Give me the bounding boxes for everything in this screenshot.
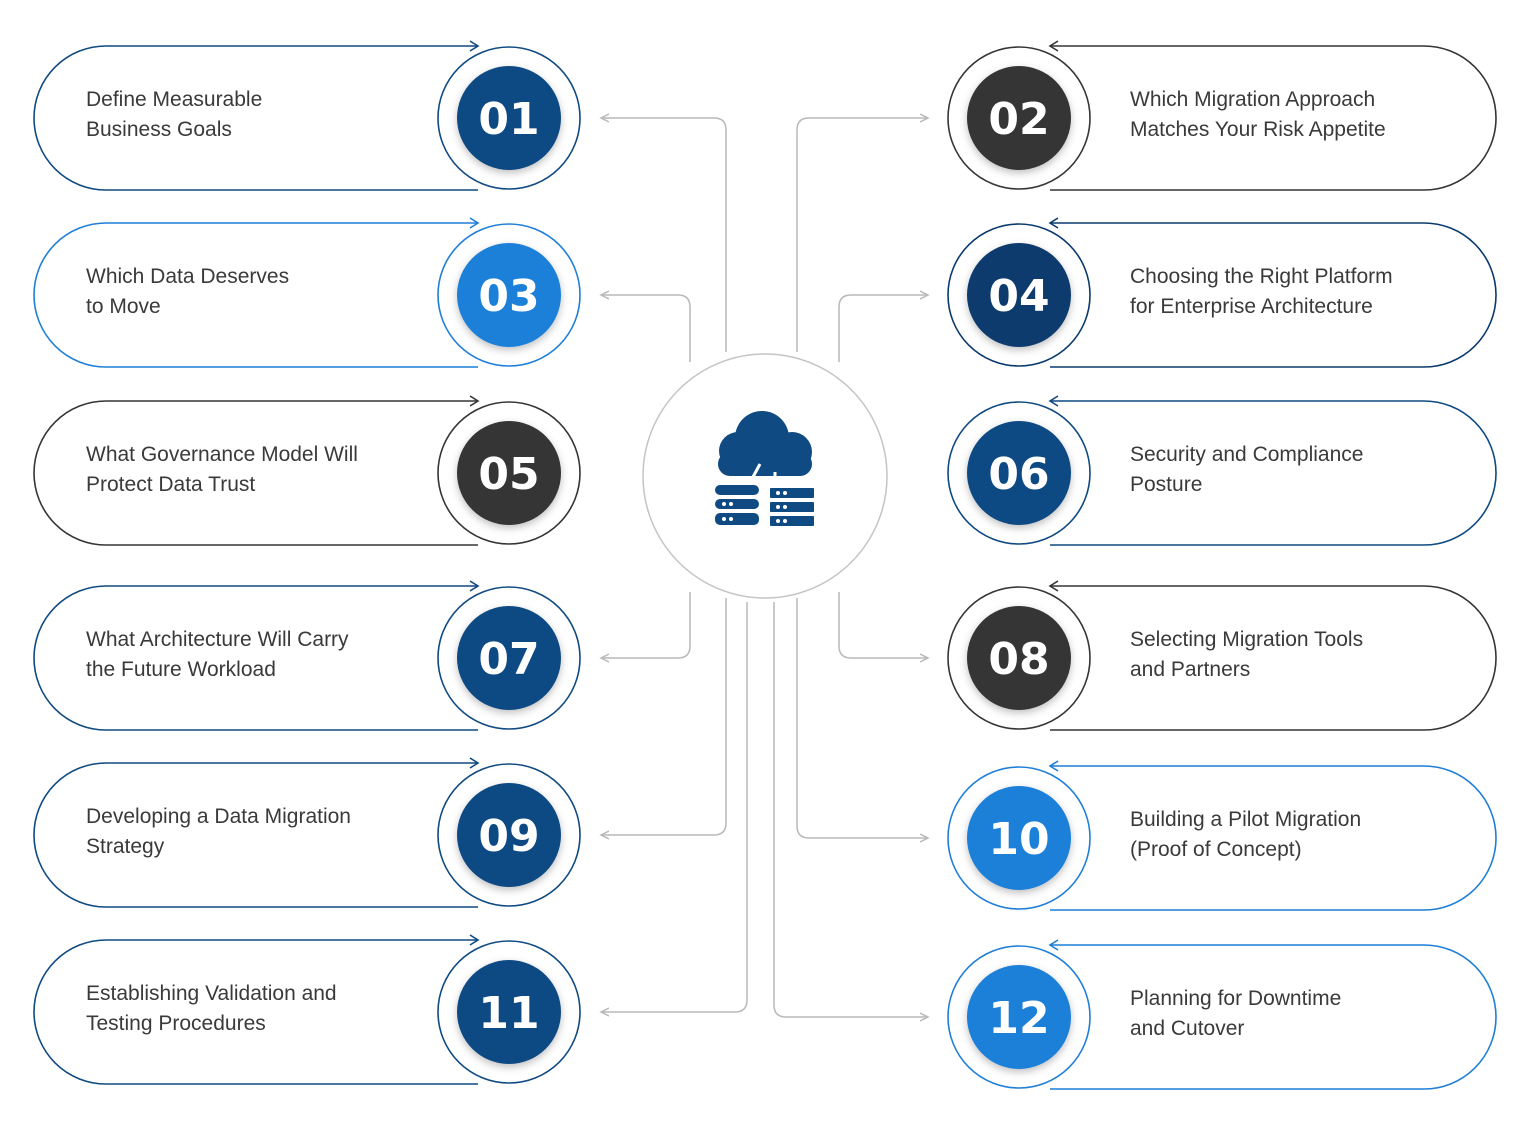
step-badge	[457, 66, 561, 170]
step-12: 12 Planning for Downtime and Cutover	[947, 939, 1497, 1090]
step-label-line: Which Data Deserves	[86, 265, 289, 288]
step-outline	[1050, 222, 1497, 368]
step-arrowhead	[1048, 217, 1059, 229]
step-label-line: Selecting Migration Tools	[1130, 628, 1363, 651]
step-label-line: Building a Pilot Migration	[1130, 808, 1361, 831]
connector-left-5	[601, 598, 727, 835]
step-outline	[33, 585, 478, 731]
step-label-line: and Cutover	[1130, 1017, 1244, 1040]
step-number: 08	[988, 634, 1049, 685]
step-label-line: Protect Data Trust	[86, 473, 255, 496]
step-badge	[457, 421, 561, 525]
cloud-database-icon	[713, 411, 816, 528]
step-03: 03 Which Data Deserves to Move	[33, 217, 581, 368]
step-number: 04	[988, 271, 1049, 322]
step-label-line: Choosing the Right Platform	[1130, 265, 1393, 288]
step-arrowhead	[1048, 395, 1059, 407]
step-badge	[457, 960, 561, 1064]
step-badge	[967, 606, 1071, 710]
connector-lines	[601, 118, 928, 1017]
step-outline	[33, 400, 478, 546]
step-label-line: and Partners	[1130, 658, 1250, 681]
step-label-line: (Proof of Concept)	[1130, 838, 1302, 861]
step-outline	[1050, 45, 1497, 191]
step-arrowhead	[469, 395, 480, 407]
step-arrowhead	[469, 757, 480, 769]
step-number: 03	[478, 271, 539, 322]
step-label-line: for Enterprise Architecture	[1130, 295, 1373, 318]
step-outline	[1050, 765, 1497, 911]
step-outline	[33, 222, 478, 368]
step-label-line: Strategy	[86, 835, 165, 858]
step-label-line: Business Goals	[86, 118, 232, 141]
step-label-line: Developing a Data Migration	[86, 805, 351, 828]
step-label-line: Establishing Validation and	[86, 982, 337, 1005]
step-outline	[1050, 944, 1497, 1090]
step-outline	[33, 762, 478, 908]
step-outline	[1050, 585, 1497, 731]
connector-right-1	[796, 118, 928, 352]
step-arrowhead	[1048, 40, 1059, 52]
step-number: 09	[478, 811, 539, 862]
step-label-line: the Future Workload	[86, 658, 276, 681]
connector-right-4	[838, 592, 928, 658]
step-08: 08 Selecting Migration Tools and Partners	[947, 580, 1497, 731]
step-number: 05	[478, 449, 539, 500]
connector-right-6	[773, 602, 928, 1017]
connector-right-2	[838, 295, 928, 362]
step-badge	[457, 783, 561, 887]
step-badge	[967, 66, 1071, 170]
connector-left-4	[601, 592, 691, 658]
step-label-line: Define Measurable	[86, 88, 262, 111]
step-label-line: What Governance Model Will	[86, 443, 358, 466]
step-label-line: What Architecture Will Carry	[86, 628, 349, 651]
step-outline	[1050, 400, 1497, 546]
step-label-line: Planning for Downtime	[1130, 987, 1341, 1010]
step-arrowhead	[1048, 760, 1059, 772]
connector-left-2	[601, 295, 691, 362]
step-label-line: Testing Procedures	[86, 1012, 266, 1035]
step-badge	[967, 965, 1071, 1069]
step-number: 12	[988, 993, 1049, 1044]
step-arrowhead	[469, 934, 480, 946]
step-number: 07	[478, 634, 539, 685]
step-outline	[33, 45, 478, 191]
step-badge	[967, 421, 1071, 525]
step-number: 02	[988, 94, 1049, 145]
step-label-line: Security and Compliance	[1130, 443, 1363, 466]
step-label-line: Which Migration Approach	[1130, 88, 1375, 111]
step-arrowhead	[469, 580, 480, 592]
step-label-line: Matches Your Risk Appetite	[1130, 118, 1386, 141]
step-label-line: to Move	[86, 295, 161, 318]
step-arrowhead	[1048, 580, 1059, 592]
step-label-line: Posture	[1130, 473, 1202, 496]
step-arrowhead	[469, 217, 480, 229]
connector-right-5	[796, 598, 928, 838]
step-badge	[457, 606, 561, 710]
step-07: 07 What Architecture Will Carry the Future…	[33, 580, 581, 731]
step-badge	[967, 786, 1071, 890]
step-badge	[967, 243, 1071, 347]
step-arrowhead	[469, 40, 480, 52]
connector-left-6	[601, 602, 748, 1012]
step-outline	[33, 939, 478, 1085]
step-number: 11	[478, 988, 539, 1039]
connector-left-1	[601, 118, 727, 352]
step-number: 01	[478, 94, 539, 145]
step-arrowhead	[1048, 939, 1059, 951]
central-hub	[642, 353, 888, 599]
step-04: 04 Choosing the Right Platform for Enterpr…	[947, 217, 1497, 368]
step-badge	[457, 243, 561, 347]
step-number: 10	[988, 814, 1049, 865]
step-10: 10 Building a Pilot Migration (Proof of Co…	[947, 760, 1497, 911]
step-number: 06	[988, 449, 1049, 500]
